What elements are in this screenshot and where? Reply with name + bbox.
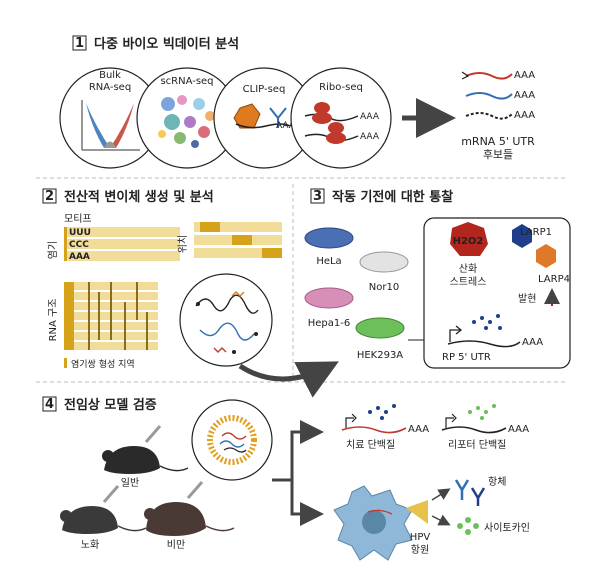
- mouse-obese-icon: [144, 481, 235, 536]
- branch-arrow-top-icon: [272, 420, 324, 482]
- cell-line-nor10: Nor10: [369, 282, 399, 293]
- section-1-number: 1: [75, 36, 84, 51]
- bulk-rnaseq-label-2: RNA-seq: [89, 82, 131, 93]
- h2o2-icon: H2O2: [450, 222, 488, 256]
- therapeutic-mrna-icon: [341, 404, 407, 434]
- rp-tail: AAA: [522, 337, 543, 348]
- section-2-title: 전산적 변이체 생성 및 분석: [64, 189, 214, 205]
- legend-swatch: [64, 358, 67, 368]
- cell-line-hek293a: HEK293A: [357, 350, 403, 361]
- hela-dish: HeLa: [304, 227, 354, 267]
- mrna-candidates-label-1: mRNA 5' UTR: [461, 135, 535, 148]
- mouse-aged-label: 노화: [81, 539, 99, 551]
- rp-utr-label: RP 5' UTR: [442, 352, 491, 363]
- larp1-hexagon-icon: [512, 224, 532, 248]
- hepa-dish: Hepa1-6: [304, 287, 354, 329]
- mouse-normal-label: 일반: [121, 477, 139, 489]
- section-2-to-3-arrow-icon: [238, 361, 339, 398]
- riboseq-tail-2: AAA: [360, 132, 380, 142]
- section-2-number: 2: [45, 189, 54, 204]
- hpv-label-2: 항원: [411, 544, 429, 556]
- expression-label: 발현: [518, 293, 536, 305]
- mrna-tail-2: AAA: [514, 90, 535, 101]
- base-label: 염기: [47, 241, 59, 259]
- hek293a-dish: HEK293A: [355, 317, 405, 361]
- antibody-arrow-icon: [431, 488, 451, 501]
- mouse-obese-label: 비만: [167, 539, 185, 551]
- section-4: 4 전임상 모델 검증 일반 노화 비만: [42, 396, 530, 561]
- rna-protein-binding-icon: [233, 103, 291, 129]
- bulk-rnaseq-circle: Bulk RNA-seq: [59, 67, 161, 169]
- section-3-number: 3: [313, 189, 322, 204]
- rna-structure-bars: [64, 282, 158, 350]
- section-3: 3 작동 기전에 대한 통찰 HeLa Nor10 Hepa1-6 HEK293…: [304, 188, 571, 369]
- riboseq-label: Ribo-seq: [319, 82, 363, 93]
- hpv-antigen-icon: [406, 500, 428, 524]
- larp1-label: LARP1: [520, 227, 552, 238]
- ribosome-icon: [304, 102, 359, 144]
- therapeutic-tail: AAA: [408, 424, 429, 435]
- cell-line-hela: HeLa: [316, 256, 341, 267]
- nor10-dish: Nor10: [359, 251, 409, 293]
- mrna-candidates-label-2: 후보들: [483, 148, 513, 161]
- motif-label: 모티프: [64, 213, 92, 225]
- section-2-number-box: [42, 188, 57, 204]
- motif-uuu: UUU: [69, 228, 91, 238]
- cytokine-label: 사이토카인: [484, 522, 530, 534]
- cell-line-hepa: Hepa1-6: [308, 318, 350, 329]
- mrna-candidates: AAA AAA AAA: [461, 70, 535, 121]
- scrnaseq-circle: scRNA-seq: [136, 67, 238, 169]
- bulk-rnaseq-label-1: Bulk: [99, 70, 121, 81]
- mrna-tail-1: AAA: [514, 70, 535, 81]
- h2o2-label: H2O2: [453, 236, 484, 247]
- rna-structure-label: RNA 구조: [48, 299, 59, 342]
- clipseq-circle: CLIP-seq AAA: [213, 67, 315, 169]
- volcano-plot-icon: [81, 100, 140, 151]
- motif-aaa: AAA: [69, 252, 90, 262]
- motif-bars: [64, 227, 180, 261]
- cytokine-icon: [457, 517, 479, 535]
- section-3-number-box: [310, 188, 325, 204]
- clipseq-tail: AAA: [276, 121, 296, 131]
- riboseq-circle: Ribo-seq AAA AAA: [290, 67, 392, 169]
- section-4-number: 4: [45, 397, 54, 412]
- legend-text: 염기쌍 형성 지역: [71, 359, 135, 370]
- section-1: 1 다중 바이오 빅데이터 분석 Bulk RNA-seq scRNA-seq: [59, 35, 535, 169]
- section-3-title: 작동 기전에 대한 통찰: [332, 189, 453, 205]
- rna-structure-circle: [179, 273, 273, 367]
- reporter-label: 리포터 단백질: [448, 439, 506, 451]
- oxidative-stress-label-2: 스트레스: [450, 276, 487, 288]
- antibody-icon: [454, 479, 486, 506]
- reporter-mrna-icon: [441, 404, 507, 434]
- oxidative-stress-label-1: 산화: [459, 263, 477, 275]
- branch-arrow-bottom-icon: [290, 480, 324, 526]
- tsne-cluster-plot-icon: [158, 95, 215, 148]
- therapeutic-label: 치료 단백질: [346, 439, 395, 451]
- position-bars: [194, 222, 282, 258]
- section-1-number-box: [72, 35, 87, 51]
- connector-line: [408, 262, 425, 341]
- section-1-title: 다중 바이오 빅데이터 분석: [94, 36, 239, 52]
- reporter-tail: AAA: [508, 424, 529, 435]
- cytokine-arrow-icon: [431, 514, 451, 526]
- larp4-label: LARP4: [538, 274, 570, 285]
- rp-utr-icon: [447, 314, 521, 348]
- riboseq-tail-1: AAA: [360, 112, 380, 122]
- section-4-number-box: [42, 396, 57, 412]
- antibody-label: 항체: [488, 476, 506, 488]
- section-2: 2 전산적 변이체 생성 및 분석 모티프 염기 UUU CCC AAA 위치 …: [42, 188, 282, 370]
- mouse-aged-icon: [60, 485, 147, 534]
- scrnaseq-label: scRNA-seq: [160, 76, 213, 87]
- clipseq-label: CLIP-seq: [243, 84, 286, 95]
- position-label: 위치: [176, 235, 189, 253]
- motif-ccc: CCC: [69, 240, 89, 250]
- section-4-title: 전임상 모델 검증: [64, 397, 157, 413]
- mrna-tail-3: AAA: [514, 110, 535, 121]
- mouse-normal-icon: [102, 425, 189, 474]
- hpv-label-1: HPV: [410, 532, 431, 543]
- dendritic-cell-icon: [333, 485, 413, 561]
- lipid-nanoparticle-circle: [191, 399, 273, 481]
- larp4-hexagon-icon: [536, 244, 556, 268]
